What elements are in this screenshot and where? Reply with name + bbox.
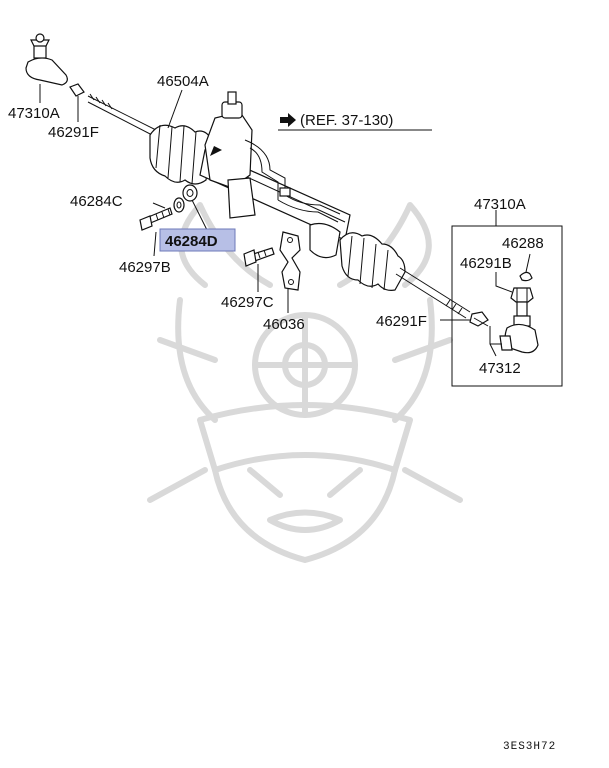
bushing-46284d [182, 184, 198, 202]
label-46297b[interactable]: 46297B [119, 259, 171, 276]
direction-arrow-icon [210, 146, 222, 156]
left-rack-boot [149, 124, 213, 185]
left-tie-rod-thread [87, 93, 161, 138]
label-46504a[interactable]: 46504A [157, 73, 209, 90]
label-46291f-top[interactable]: 46291F [48, 124, 99, 141]
watermark-emblem-icon [147, 202, 463, 563]
left-lock-nut [69, 83, 85, 122]
ref-arrow-icon [280, 113, 296, 127]
cotter-pin-46288 [519, 253, 533, 282]
label-46284d[interactable]: 46284D [165, 233, 218, 250]
label-46291b[interactable]: 46291B [460, 255, 512, 272]
leader-lines [152, 89, 470, 321]
label-46291f-right[interactable]: 46291F [376, 313, 427, 330]
label-46288[interactable]: 46288 [502, 235, 544, 252]
castle-nut-46291b [495, 272, 534, 303]
hydraulic-lines [244, 139, 341, 223]
right-rack-boot [339, 232, 406, 291]
highlight-box-46284d [159, 228, 236, 252]
right-tie-rod-end-box [451, 210, 563, 387]
label-46284c[interactable]: 46284C [70, 193, 123, 210]
tie-rod-end-47312 [489, 301, 539, 357]
label-47310a-left[interactable]: 47310A [8, 105, 60, 122]
label-47310a-right[interactable]: 47310A [474, 196, 526, 213]
steering-rack-assembly [87, 91, 471, 319]
label-47312[interactable]: 47312 [479, 360, 521, 377]
label-46036[interactable]: 46036 [263, 316, 305, 333]
diagram-code: 3ES3H72 [503, 741, 556, 753]
rack-mount [309, 222, 341, 259]
bolt-46297b [139, 207, 173, 231]
right-tie-rod-thread [395, 267, 471, 319]
label-46297c[interactable]: 46297C [221, 294, 274, 311]
left-tie-rod-end [25, 33, 68, 103]
clamp-46036 [279, 231, 301, 291]
pinion-valve-body [204, 91, 256, 219]
washer-46284c [173, 197, 185, 213]
label-ref[interactable]: (REF. 37-130) [300, 112, 393, 129]
bolt-46297c [243, 247, 275, 267]
